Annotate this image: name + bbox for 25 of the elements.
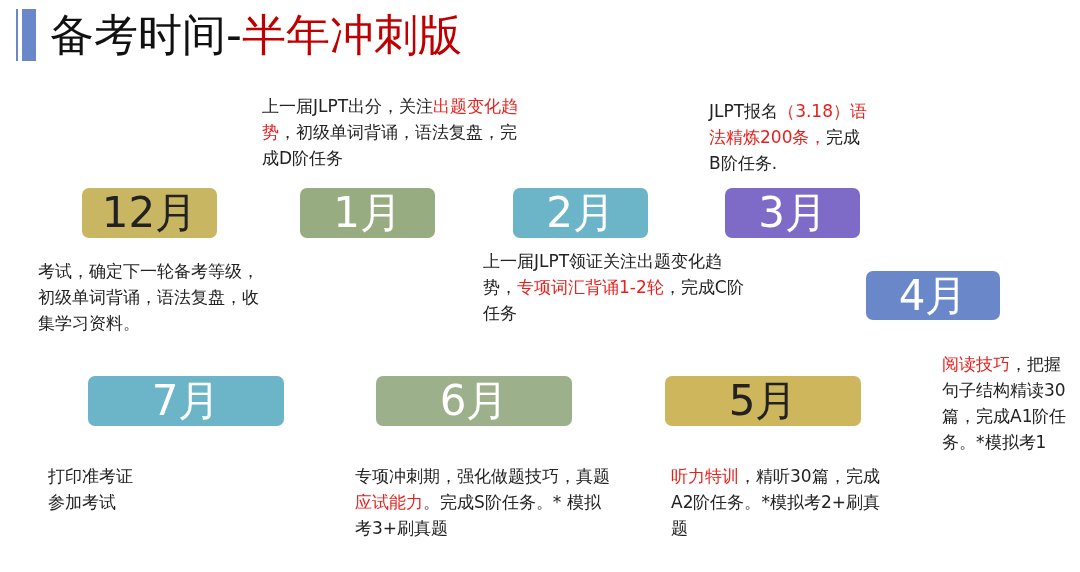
task-note: 上一届JLPT出分，关注出题变化趋势，初级单词背诵，语法复盘，完成D阶任务 [262,95,520,170]
month-box [88,376,284,426]
month-box [725,188,860,238]
month-box [665,376,861,426]
task-note: 听力特训，精听30篇，完成A2阶任务。*模拟考2+刷真题 [671,465,881,540]
task-note: 上一届JLPT领证关注出题变化趋势，专项词汇背诵1-2轮，完成C阶任务 [483,250,745,325]
month-label: 7月 [150,377,222,425]
month-label: 3月 [757,189,828,237]
month-label: 6月 [438,377,510,425]
task-note: 打印准考证参加考试 [48,465,134,514]
month-box [866,271,1000,320]
month-box [300,188,435,238]
month-label: 1月 [332,189,403,237]
title: 备考时间-半年冲刺版 [50,8,462,62]
month-label: 4月 [897,271,969,320]
month-label: 12月 [100,189,199,237]
month-box [376,376,572,426]
month-label: 2月 [545,189,616,237]
task-note: 阅读技巧，把握句子结构精读30篇，完成A1阶任务。*模拟考1 [942,353,1068,454]
task-note: 专项冲刺期，强化做题技巧，真题应试能力。完成S阶任务。* 模拟考3+刷真题 [355,465,611,540]
task-note: 考试，确定下一轮备考等级，初级单词背诵，语法复盘，收集学习资料。 [38,260,260,335]
month-box [82,188,217,238]
task-note: JLPT报名（3.18）语法精炼200条，完成B阶任务. [709,100,868,175]
month-label: 5月 [727,377,799,425]
month-box [513,188,648,238]
